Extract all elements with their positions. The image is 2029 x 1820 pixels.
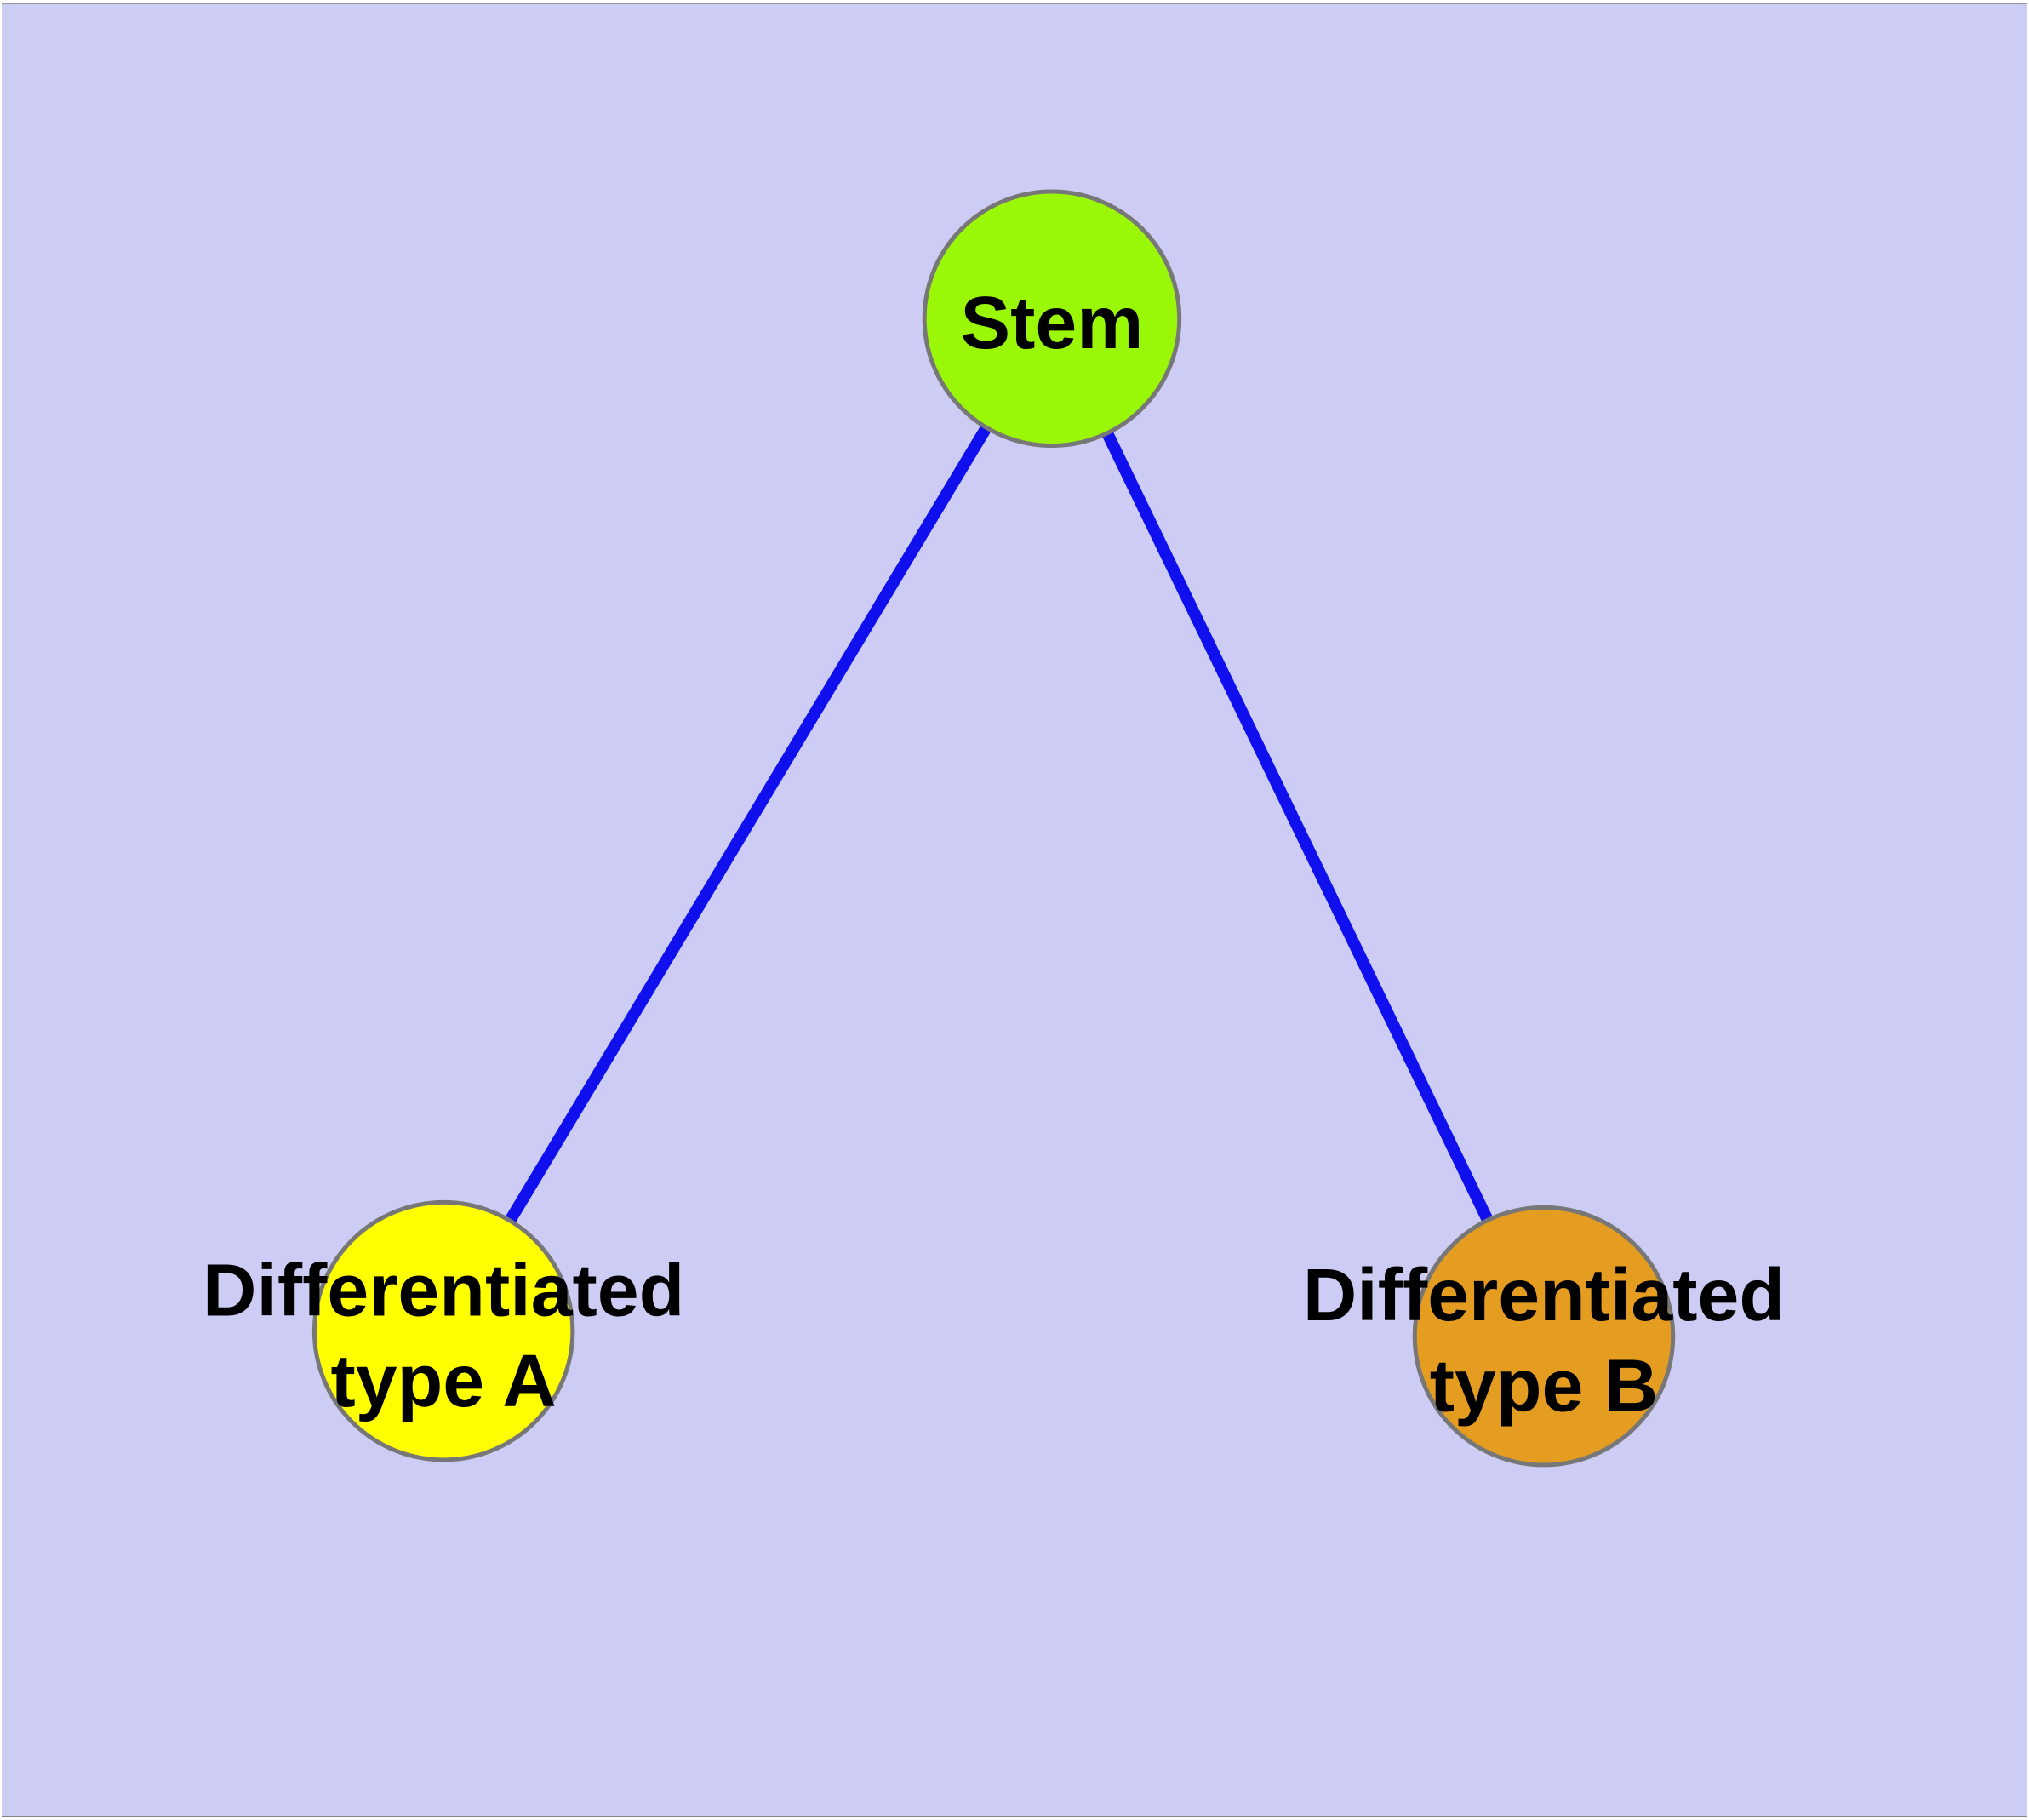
node-circle-diff-type-b[interactable] <box>1412 1205 1676 1468</box>
node-circle-diff-type-a[interactable] <box>311 1199 575 1462</box>
node-circle-stem[interactable] <box>922 189 1182 449</box>
node-label-stem: Stem <box>961 281 1144 364</box>
edge-stem-diff-type-a[interactable] <box>438 315 1057 1335</box>
edge-stem-diff-type-b[interactable] <box>1046 316 1550 1339</box>
node-stem[interactable]: Stem <box>922 189 1182 449</box>
